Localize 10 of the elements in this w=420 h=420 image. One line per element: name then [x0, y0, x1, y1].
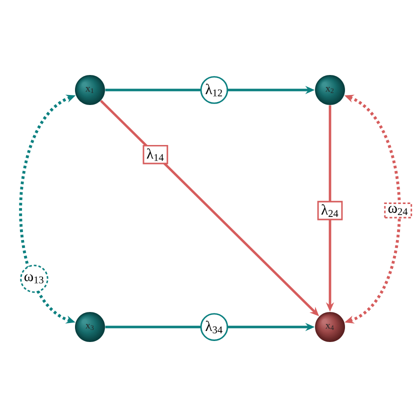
edge-label: λ$_{12}$ — [200, 76, 228, 104]
edge-label: ω$_{13}$ — [20, 264, 48, 293]
node-label: x$_{1}$ — [86, 87, 94, 93]
edge-label: λ$_{34}$ — [200, 313, 228, 341]
node-label: x$_{2}$ — [326, 87, 334, 93]
edge-label: ω$_{24}$ — [384, 202, 412, 218]
node-label: x$_{4}$ — [326, 324, 334, 330]
edge-label: λ$_{14}$ — [142, 144, 168, 164]
node-label: x$_{3}$ — [86, 324, 94, 330]
edge-label: λ$_{24}$ — [317, 200, 343, 220]
